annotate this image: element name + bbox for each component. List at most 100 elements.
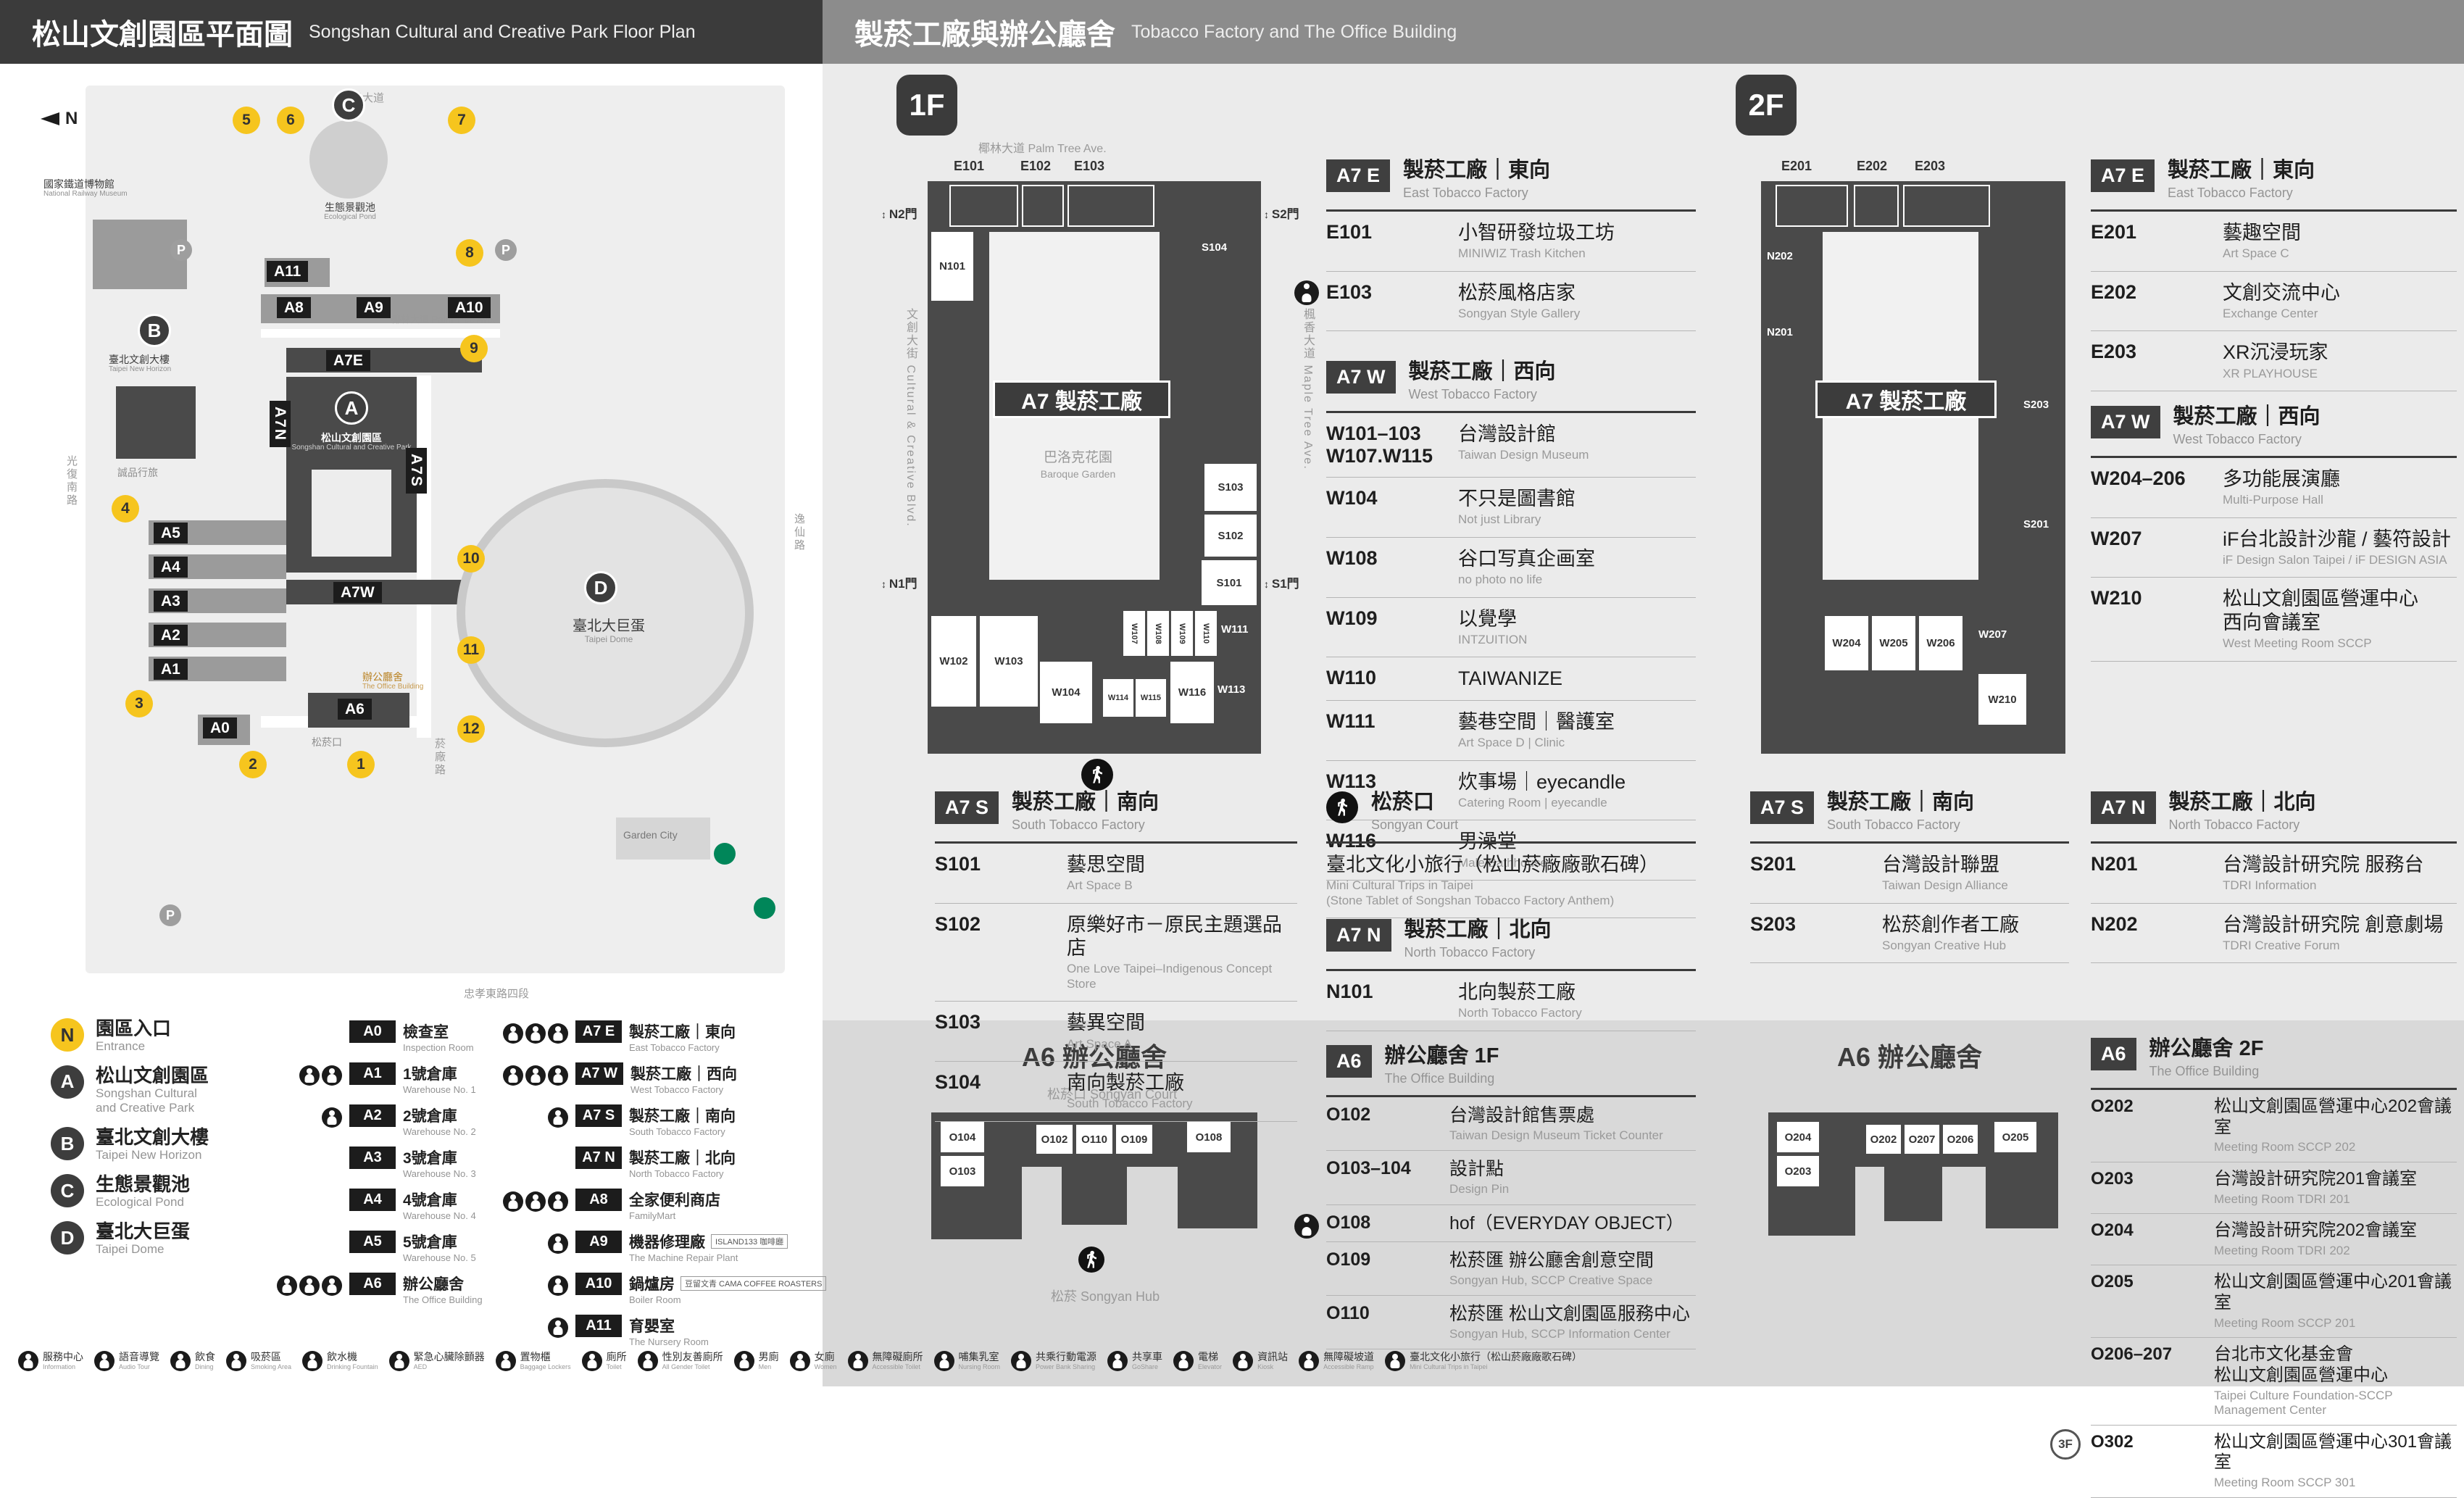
new-horizon-building bbox=[116, 386, 196, 459]
room-cell-o203: O203 bbox=[1777, 1156, 1819, 1186]
a7w-building bbox=[286, 580, 482, 604]
door-n2: N2門 bbox=[881, 204, 917, 222]
building-code-badge: A11 bbox=[575, 1315, 622, 1337]
amenity-icons bbox=[290, 1147, 342, 1149]
area-marker-icon: D bbox=[51, 1221, 84, 1255]
building-code-badge: A10 bbox=[575, 1273, 622, 1295]
left-title-zh: 松山文創園區平面圖 bbox=[32, 19, 293, 51]
building-code-badge: A7 W bbox=[575, 1062, 623, 1085]
room-cell-w115: W115 bbox=[1136, 679, 1166, 717]
amenity-icons bbox=[277, 1273, 342, 1296]
section-badge: A7 N bbox=[1326, 919, 1391, 952]
footer-legend-item: 服務中心 Information bbox=[18, 1351, 83, 1371]
room-label-w111: W111 bbox=[1221, 623, 1249, 636]
songyan-court-label: 松菸口 Songyan Court bbox=[1047, 1087, 1178, 1102]
room-cell-w204: W204 bbox=[1825, 616, 1868, 670]
room-cell-o207: O207 bbox=[1905, 1125, 1939, 1154]
footer-legend-item: 資訊站 Kiosk bbox=[1233, 1351, 1288, 1371]
footer-legend-item: 無障礙廁所 Accessible Toilet bbox=[847, 1351, 923, 1371]
legend-building-row: A7 W 製菸工廠｜西向 West Tobacco Factory bbox=[503, 1062, 820, 1095]
railway-museum-label: 國家鐵道博物館 National Railway Museum bbox=[43, 178, 128, 199]
amenity-icon bbox=[322, 1065, 342, 1086]
room-cell-w104: W104 bbox=[1040, 662, 1092, 723]
taipei-dome bbox=[457, 479, 754, 747]
section-badge: A6 bbox=[2091, 1038, 2136, 1070]
room-cell-s102: S102 bbox=[1204, 515, 1257, 557]
amenity-icon bbox=[503, 1023, 523, 1044]
door-n1: N1門 bbox=[881, 573, 917, 591]
room-label-n202: N202 bbox=[1767, 250, 1793, 262]
parking-icon: P bbox=[170, 239, 192, 261]
street-yanchang-rd: 菸廠路 bbox=[433, 738, 446, 777]
footer-legend-item: 無障礙坡道 Accessible Ramp bbox=[1299, 1351, 1374, 1371]
footer-legend-item: 性別友善廁所 All Gender Toilet bbox=[637, 1351, 723, 1371]
building-code-badge: A1 bbox=[349, 1062, 396, 1085]
right-title-zh: 製菸工廠與辦公廳舍 bbox=[854, 19, 1115, 51]
map-tag-a5: A5 bbox=[154, 523, 188, 544]
legend-building-row: A7 S 製菸工廠｜南向 South Tobacco Factory bbox=[516, 1104, 820, 1137]
marker-a: A bbox=[335, 391, 368, 425]
amenity-icon bbox=[495, 1351, 516, 1371]
eslite-hotel-label: 誠品行旅 bbox=[117, 467, 158, 478]
building-code-badge: A8 bbox=[575, 1189, 622, 1211]
amenity-icon bbox=[94, 1351, 115, 1371]
amenity-icon bbox=[548, 1276, 568, 1296]
building-code-badge: A7 N bbox=[575, 1147, 622, 1169]
street-zhongxiao-rd: 忠孝東路四段 bbox=[464, 988, 530, 1000]
a7-factory-badge: A7 製菸工廠 bbox=[1815, 380, 1997, 418]
room-cell-w102: W102 bbox=[931, 616, 976, 707]
amenity-icon bbox=[548, 1318, 568, 1338]
map-tag-a7e: A7E bbox=[326, 350, 370, 372]
building-code-badge: A2 bbox=[349, 1104, 396, 1127]
room-cell-w103: W103 bbox=[980, 616, 1038, 707]
legend-building-row: A6 辦公廳舍 The Office Building bbox=[277, 1273, 507, 1305]
walking-person-icon bbox=[1081, 759, 1113, 791]
dome-label: 臺北大巨蛋 Taipei Dome bbox=[573, 618, 645, 644]
amenity-icon bbox=[1233, 1351, 1254, 1371]
left-title-en: Songshan Cultural and Creative Park Floo… bbox=[309, 21, 696, 42]
entrance-10: 10 bbox=[457, 545, 485, 573]
legend-building-row: A0 檢查室 Inspection Room bbox=[290, 1020, 507, 1053]
ecological-pond bbox=[309, 120, 388, 199]
palm-tree-ave-label: 椰林大道 Palm Tree Ave. bbox=[978, 143, 1107, 155]
room-label-e201: E201 bbox=[1781, 159, 1812, 173]
building-code-badge: A7 E bbox=[575, 1020, 622, 1043]
room-cell-s101: S101 bbox=[1202, 560, 1257, 605]
footer-legend-item: 廁所 Toilet bbox=[581, 1351, 627, 1371]
amenity-icons bbox=[290, 1104, 342, 1128]
legend-marker-row: D 臺北大巨蛋 Taipei Dome bbox=[51, 1221, 297, 1257]
room-cell-o206: O206 bbox=[1943, 1125, 1978, 1154]
amenity-icon bbox=[1173, 1351, 1194, 1371]
room-label-e203: E203 bbox=[1915, 159, 1946, 173]
a6-center-stub bbox=[1884, 1167, 1942, 1221]
legend-marker-row: B 臺北文創大樓 Taipei New Horizon bbox=[51, 1127, 297, 1162]
amenity-icon bbox=[789, 1351, 810, 1371]
section-badge: A7 N bbox=[2091, 791, 2156, 824]
amenity-icon bbox=[299, 1065, 320, 1086]
nursing-room-icon bbox=[1294, 1213, 1319, 1239]
map-tag-a11: A11 bbox=[267, 261, 309, 283]
legend-building-row: A3 3號倉庫 Warehouse No. 3 bbox=[290, 1147, 507, 1179]
entrance-marker-icon: N bbox=[51, 1018, 84, 1052]
room-cell-o110: O110 bbox=[1076, 1125, 1112, 1154]
cc-blvd-label: 文創大街 Cultural & Creative Blvd. bbox=[904, 308, 917, 528]
street-guangfu-rd: 光復南路 bbox=[65, 455, 78, 507]
amenity-icon bbox=[1385, 1351, 1406, 1371]
north-compass: N bbox=[41, 109, 78, 129]
room-cell-w110: W110 bbox=[1195, 611, 1217, 656]
section-badge: A7 E bbox=[1326, 159, 1391, 192]
